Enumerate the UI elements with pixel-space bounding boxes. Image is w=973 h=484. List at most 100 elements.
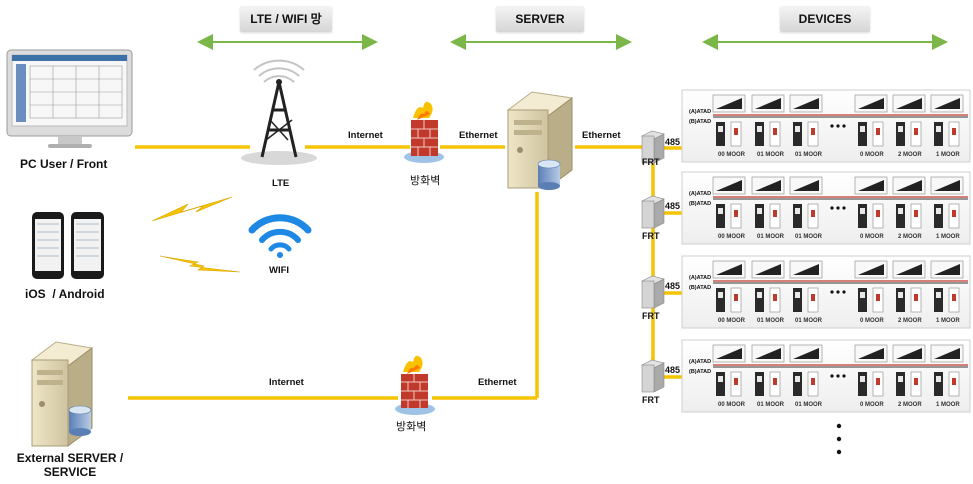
room-label: 1 MOOR <box>936 402 960 408</box>
data-b-label: (B)ATAD <box>689 285 712 291</box>
room-label: 01 MOOR <box>757 318 785 324</box>
firewall-bottom-label: 방화벽 <box>396 421 427 433</box>
rs485-label: 485 <box>665 201 681 211</box>
room-label: 1 MOOR <box>936 318 960 324</box>
ethernet-bottom-label: Ethernet <box>478 377 517 388</box>
firewall-icon-top <box>404 101 444 163</box>
firewall-top-label: 방화벽 <box>410 175 441 187</box>
frt-label: FRT <box>642 395 660 405</box>
wifi-icon <box>248 214 312 258</box>
door-lock-icon <box>892 260 926 313</box>
room-label: 01 MOOR <box>795 152 823 158</box>
more-devices-dot <box>830 206 834 210</box>
door-lock-icon <box>854 176 888 229</box>
room-label: 1 MOOR <box>936 234 960 240</box>
room-label: 1 MOOR <box>936 152 960 158</box>
wifi-label: WIFI <box>269 265 290 276</box>
room-label: 00 MOOR <box>718 152 746 158</box>
frt-converter-icon <box>641 359 665 393</box>
room-label: 01 MOOR <box>757 152 785 158</box>
door-lock-icon <box>930 94 964 147</box>
frt-converter-icon <box>641 275 665 309</box>
door-lock-icon <box>930 344 964 397</box>
door-lock-icon <box>751 260 785 313</box>
server-icon <box>506 91 574 190</box>
more-rows-dots <box>836 423 842 455</box>
frt-converter-icon <box>641 130 665 164</box>
room-label: 0 MOOR <box>860 402 884 408</box>
rs485-label: 485 <box>665 137 681 147</box>
external-server-icon <box>30 341 94 447</box>
room-label: 01 MOOR <box>795 318 823 324</box>
network-links <box>128 145 684 400</box>
firewall-icon-bottom <box>395 355 435 415</box>
data-b-label: (B)ATAD <box>689 201 712 207</box>
more-devices-dot <box>842 374 846 378</box>
lte-tower-icon <box>241 59 317 165</box>
room-label: 2 MOOR <box>898 318 922 324</box>
room-label: 01 MOOR <box>795 234 823 240</box>
door-lock-icon <box>751 176 785 229</box>
frt-label: FRT <box>642 157 660 167</box>
internet-bottom-label: Internet <box>269 377 304 388</box>
device-rows <box>641 89 971 413</box>
room-label: 01 MOOR <box>795 402 823 408</box>
door-lock-icon <box>892 176 926 229</box>
room-label: 00 MOOR <box>718 318 746 324</box>
door-lock-icon <box>789 344 823 397</box>
door-lock-icon <box>712 260 746 313</box>
rs485-label: 485 <box>665 365 681 375</box>
wireless-lightning-icons <box>151 196 241 273</box>
door-lock-icon <box>854 260 888 313</box>
device-row <box>641 171 971 245</box>
header-server: SERVER <box>496 6 584 32</box>
door-lock-icon <box>854 344 888 397</box>
room-label: 01 MOOR <box>757 234 785 240</box>
room-label: 2 MOOR <box>898 152 922 158</box>
smartphone-icons <box>32 212 104 279</box>
room-label: 2 MOOR <box>898 234 922 240</box>
more-devices-dot <box>842 124 846 128</box>
lte-label: LTE <box>272 178 290 189</box>
data-a-label: (A)ATAD <box>689 359 712 365</box>
internet-top-label: Internet <box>348 130 383 141</box>
door-lock-icon <box>789 176 823 229</box>
door-lock-icon <box>751 94 785 147</box>
data-a-label: (A)ATAD <box>689 191 712 197</box>
door-lock-icon <box>930 176 964 229</box>
more-devices-dot <box>842 206 846 210</box>
door-lock-icon <box>712 94 746 147</box>
external-server-label: External SERVER / SERVICE <box>16 451 124 479</box>
door-lock-icon <box>712 344 746 397</box>
more-devices-dot <box>830 374 834 378</box>
door-lock-icon <box>930 260 964 313</box>
door-lock-icon <box>789 94 823 147</box>
door-lock-icon <box>789 260 823 313</box>
frt-converter-icon <box>641 195 665 229</box>
room-label: 00 MOOR <box>718 402 746 408</box>
room-label: 0 MOOR <box>860 234 884 240</box>
room-label: 0 MOOR <box>860 152 884 158</box>
more-devices-dot <box>836 206 840 210</box>
frt-label: FRT <box>642 311 660 321</box>
room-label: 2 MOOR <box>898 402 922 408</box>
rs485-label: 485 <box>665 281 681 291</box>
ethernet-top-right-label: Ethernet <box>582 130 621 141</box>
more-devices-dot <box>836 374 840 378</box>
data-a-label: (A)ATAD <box>689 275 712 281</box>
ethernet-top-left-label: Ethernet <box>459 130 498 141</box>
more-devices-dot <box>842 290 846 294</box>
room-label: 0 MOOR <box>860 318 884 324</box>
more-devices-dot <box>836 124 840 128</box>
more-devices-dot <box>830 290 834 294</box>
room-label: 01 MOOR <box>757 402 785 408</box>
header-lte-wifi: LTE / WIFI 망 <box>240 6 332 32</box>
more-devices-dot <box>836 290 840 294</box>
more-devices-dot <box>830 124 834 128</box>
device-row <box>641 255 971 329</box>
device-row <box>641 89 971 164</box>
pc-monitor-icon <box>6 49 133 148</box>
door-lock-icon <box>892 344 926 397</box>
door-lock-icon <box>892 94 926 147</box>
door-lock-icon <box>751 344 785 397</box>
